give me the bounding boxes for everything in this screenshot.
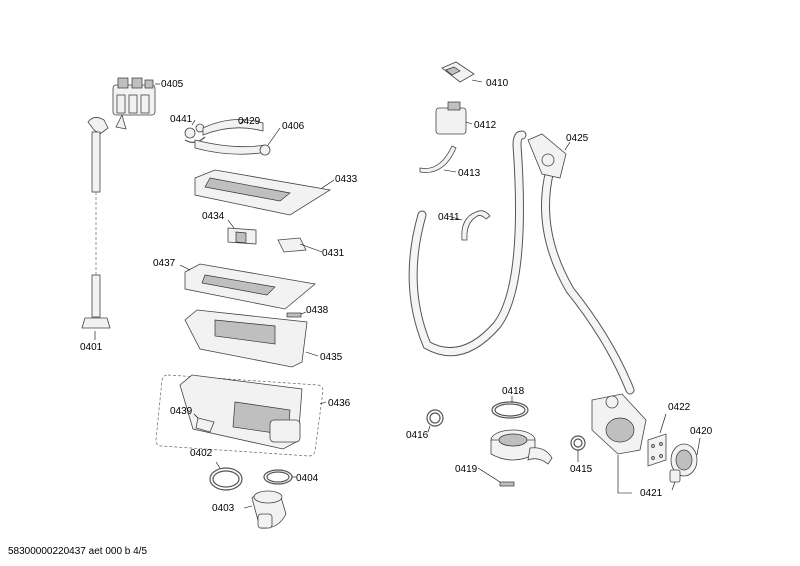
label-0435: 0435 — [320, 352, 343, 363]
label-0418: 0418 — [502, 386, 525, 397]
dispenser-small-parts — [227, 219, 323, 253]
label-0421: 0421 — [640, 488, 663, 499]
filter-cap — [669, 437, 701, 491]
dispenser-top-plate — [194, 169, 335, 216]
label-0405: 0405 — [161, 79, 184, 90]
label-0434: 0434 — [202, 211, 225, 222]
label-0401: 0401 — [80, 342, 103, 353]
small-hoses — [184, 119, 281, 156]
hose-clamp-small — [263, 469, 296, 485]
label-0436: 0436 — [328, 398, 351, 409]
pressure-switch — [435, 101, 473, 135]
label-0438: 0438 — [306, 305, 329, 316]
label-0425: 0425 — [566, 133, 589, 144]
label-0403: 0403 — [212, 503, 235, 514]
screw — [286, 311, 307, 318]
label-0415: 0415 — [570, 464, 593, 475]
label-0416: 0416 — [406, 430, 429, 441]
dispenser-tray — [184, 309, 319, 368]
label-0429: 0429 — [238, 116, 261, 127]
curved-tube — [447, 210, 491, 241]
label-0420: 0420 — [690, 426, 713, 437]
drain-hose-left — [408, 130, 527, 357]
label-0404: 0404 — [296, 473, 319, 484]
hose-junction — [527, 133, 571, 179]
nozzle — [193, 413, 215, 433]
drain-hose-right — [541, 165, 635, 395]
inlet-valve-block — [112, 77, 160, 130]
sump-hose — [477, 429, 553, 487]
label-0410: 0410 — [486, 78, 509, 89]
hose-clamp-large — [209, 461, 243, 491]
dispenser-second-plate — [179, 263, 316, 310]
label-0412: 0412 — [474, 120, 497, 131]
pump-flange — [647, 413, 667, 467]
small-tube — [419, 145, 457, 173]
footer-document-code: 58300000220437 aet 000 b 4/5 — [8, 546, 148, 557]
label-0439: 0439 — [170, 406, 193, 417]
label-0433: 0433 — [335, 174, 358, 185]
spring-clamp-right — [570, 435, 586, 462]
label-0437: 0437 — [153, 258, 176, 269]
label-0406: 0406 — [282, 121, 305, 132]
label-0402: 0402 — [190, 448, 213, 459]
label-0431: 0431 — [322, 248, 345, 259]
label-0413: 0413 — [458, 168, 481, 179]
sealing-ring — [491, 396, 529, 419]
label-0411: 0411 — [438, 212, 460, 223]
bellows-connector — [243, 490, 287, 529]
drain-pump — [591, 393, 647, 494]
spring-clamp-left — [426, 409, 444, 433]
connector-plug — [441, 61, 483, 83]
label-0422: 0422 — [668, 402, 691, 413]
label-0419: 0419 — [455, 464, 478, 475]
inlet-hose — [81, 117, 111, 340]
label-0441: 0441 — [170, 114, 193, 125]
